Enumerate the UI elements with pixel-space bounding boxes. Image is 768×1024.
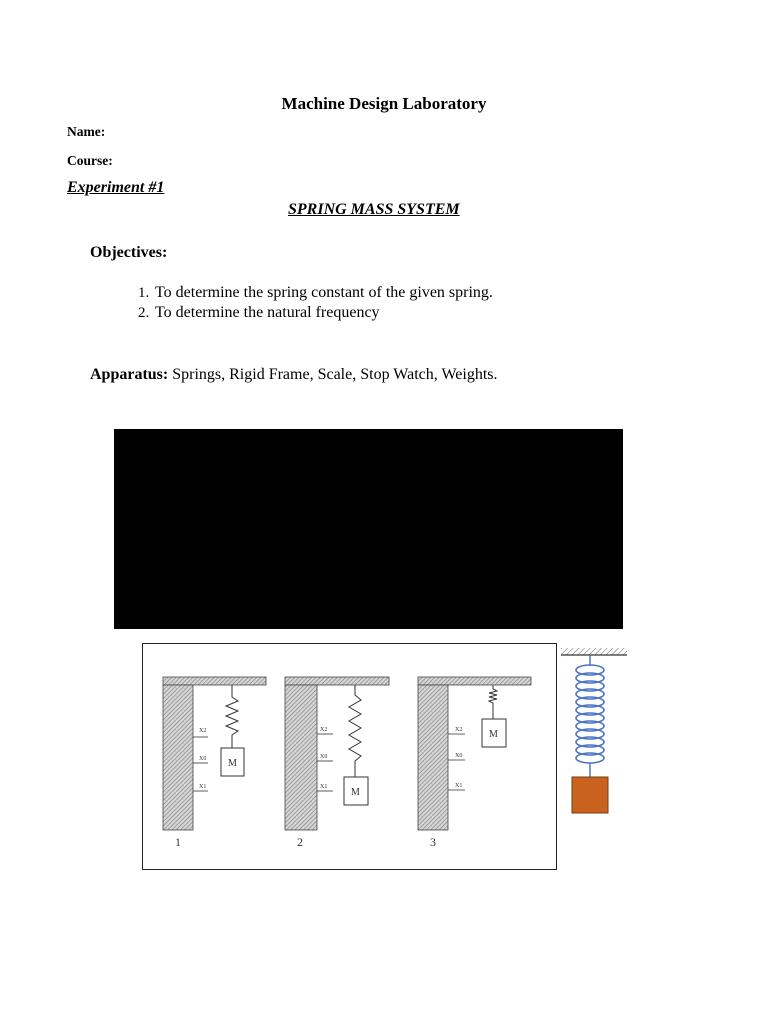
apparatus-label: Apparatus:: [90, 366, 169, 383]
coil-spring-illustration: [561, 648, 627, 814]
experiment-label: Experiment #1: [67, 179, 165, 196]
redacted-image: [114, 429, 623, 629]
objectives-list: To determine the spring constant of the …: [131, 283, 493, 323]
panel-number: 1: [175, 835, 181, 849]
mark-label: X0: [199, 756, 206, 762]
mark-label: X0: [455, 753, 462, 759]
diagram-panel-3: [417, 676, 532, 831]
diagram-panel-2: [284, 676, 390, 831]
mark-label: X2: [455, 727, 462, 733]
objectives-heading: Objectives:: [90, 244, 168, 261]
objective-item: To determine the natural frequency: [153, 303, 493, 323]
experiment-title: SPRING MASS SYSTEM: [288, 201, 460, 218]
mark-label: X2: [199, 728, 206, 734]
page-title: Machine Design Laboratory: [281, 94, 487, 113]
name-label: Name:: [67, 124, 106, 139]
panel-number: 3: [430, 835, 436, 849]
mass-label: M: [351, 787, 360, 798]
diagram-panel-1: [162, 676, 267, 831]
objective-item: To determine the spring constant of the …: [153, 283, 493, 303]
apparatus-line: Apparatus: Springs, Rigid Frame, Scale, …: [90, 366, 498, 384]
panel-number: 2: [297, 835, 303, 849]
mark-label: X2: [320, 727, 327, 733]
apparatus-text: Springs, Rigid Frame, Scale, Stop Watch,…: [168, 366, 498, 383]
mass-label: M: [228, 758, 237, 769]
mark-label: X1: [320, 784, 327, 790]
course-label: Course:: [67, 153, 113, 168]
mark-label: X1: [455, 783, 462, 789]
mark-label: X0: [320, 754, 327, 760]
mass-label: M: [489, 729, 498, 740]
spring-mass-diagram: X2 X0 X1 M 1 X2 X0 X1 M 2 X2 X0 X1 M 3: [142, 643, 557, 870]
mark-label: X1: [199, 784, 206, 790]
